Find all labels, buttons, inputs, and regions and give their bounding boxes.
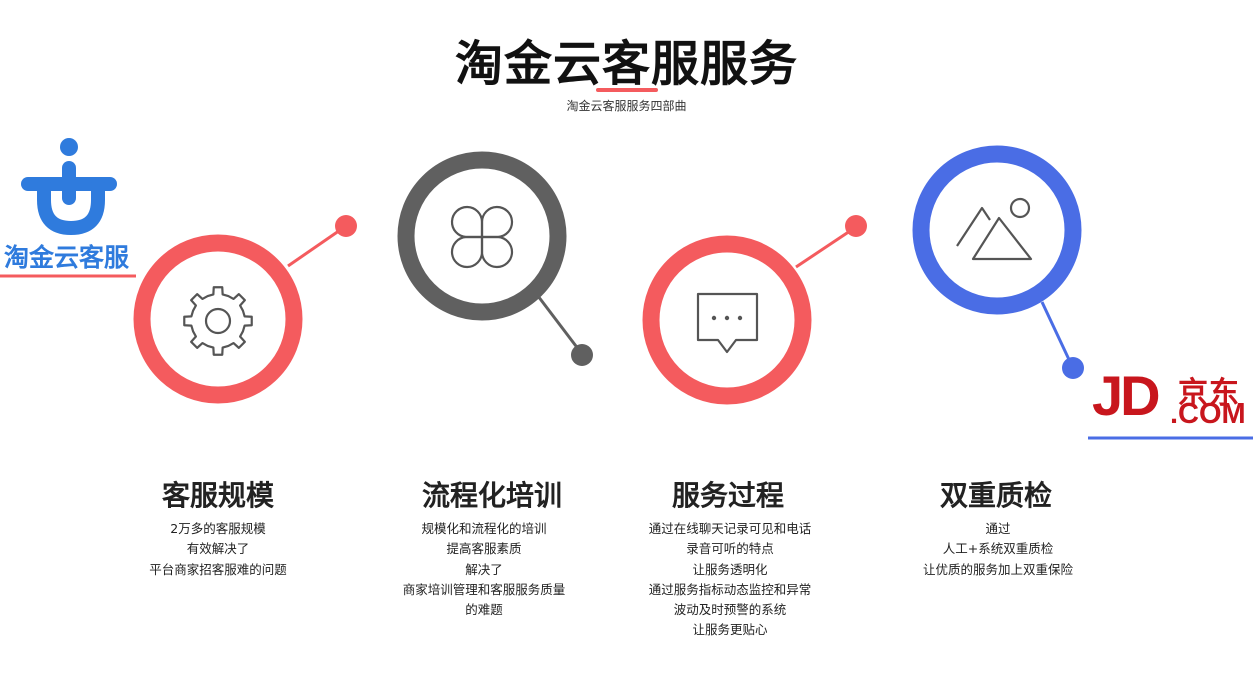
ring-1-connector-dot xyxy=(335,215,357,237)
card-1-description: 2万多的客服规模 有效解决了 平台商家招客服难的问题 xyxy=(88,519,348,580)
card-3-title: 服务过程 xyxy=(671,479,784,512)
card-4-line: 通过 xyxy=(985,521,1011,536)
card-2-description: 规模化和流程化的培训 提高客服素质 解决了 商家培训管理和客服服务质量 的难题 xyxy=(354,519,614,620)
ring-3-connector xyxy=(795,225,857,269)
ring-4-connector xyxy=(1040,301,1074,367)
taojin-logo-cup xyxy=(37,177,105,236)
ring-4-circle xyxy=(912,145,1082,315)
card-3-line: 录音可听的特点 xyxy=(686,541,774,557)
ring-3-connector-dot xyxy=(845,215,867,237)
card-4-description: 通过 人工+系统双重质检 让优质的服务加上双重保险 xyxy=(868,519,1128,580)
card-2-title: 流程化培训 xyxy=(421,479,562,512)
jd-logo-chinese: 京东 xyxy=(1178,376,1240,411)
title-underline xyxy=(596,88,658,92)
card-3-description: 通过在线聊天记录可见和电话 录音可听的特点 让服务透明化 通过服务指标动态监控和… xyxy=(600,519,860,641)
image-icon xyxy=(956,197,1033,261)
ring-4 xyxy=(912,145,1084,379)
card-2-line: 商家培训管理和客服服务质量 xyxy=(402,581,566,597)
ring-2-connector xyxy=(536,295,584,355)
ring-1 xyxy=(133,215,357,404)
card-3-line: 波动及时预警的系统 xyxy=(673,602,787,618)
ring-3 xyxy=(642,215,867,405)
page-subtitle: 淘金云客服服务四部曲 xyxy=(566,99,687,113)
card-3-line: 通过服务指标动态监控和异常 xyxy=(648,581,812,597)
card-3-line: 让服务更贴心 xyxy=(692,622,768,638)
card-2-line: 规模化和流程化的培训 xyxy=(421,521,547,536)
card-1-line: 平台商家招客服难的问题 xyxy=(149,561,287,577)
card-1-title: 客服规模 xyxy=(161,479,274,512)
card-4-title: 双重质检 xyxy=(939,479,1052,512)
taojin-logo-dot xyxy=(60,138,78,156)
card-2-line: 解决了 xyxy=(465,561,503,577)
card-1-line: 2万多的客服规模 xyxy=(170,521,266,536)
card-3-line: 通过在线聊天记录可见和电话 xyxy=(648,521,812,536)
taojin-logo-text: 淘金云客服 xyxy=(4,243,130,272)
taojin-logo-icon xyxy=(21,138,117,236)
card-4-line: 人工+系统双重质检 xyxy=(942,541,1054,557)
ring-2 xyxy=(397,151,593,366)
chat-bubble-icon xyxy=(696,292,759,354)
gear-icon xyxy=(183,286,253,356)
jd-logo-letters: JD xyxy=(1092,364,1161,427)
clover-icon xyxy=(450,205,514,269)
page-title: 淘金云客服服务 xyxy=(454,36,798,92)
card-4-line: 让优质的服务加上双重保险 xyxy=(922,561,1073,577)
ring-1-connector xyxy=(287,224,347,268)
card-3-line: 让服务透明化 xyxy=(692,561,768,577)
card-2-line: 的难题 xyxy=(465,602,503,618)
ring-2-connector-dot xyxy=(571,344,593,366)
card-1-line: 有效解决了 xyxy=(186,541,250,557)
card-2-line: 提高客服素质 xyxy=(446,541,522,557)
jd-logo-com: .COM xyxy=(1170,398,1246,430)
ring-4-connector-dot xyxy=(1062,357,1084,379)
ring-1-circle xyxy=(133,234,303,404)
